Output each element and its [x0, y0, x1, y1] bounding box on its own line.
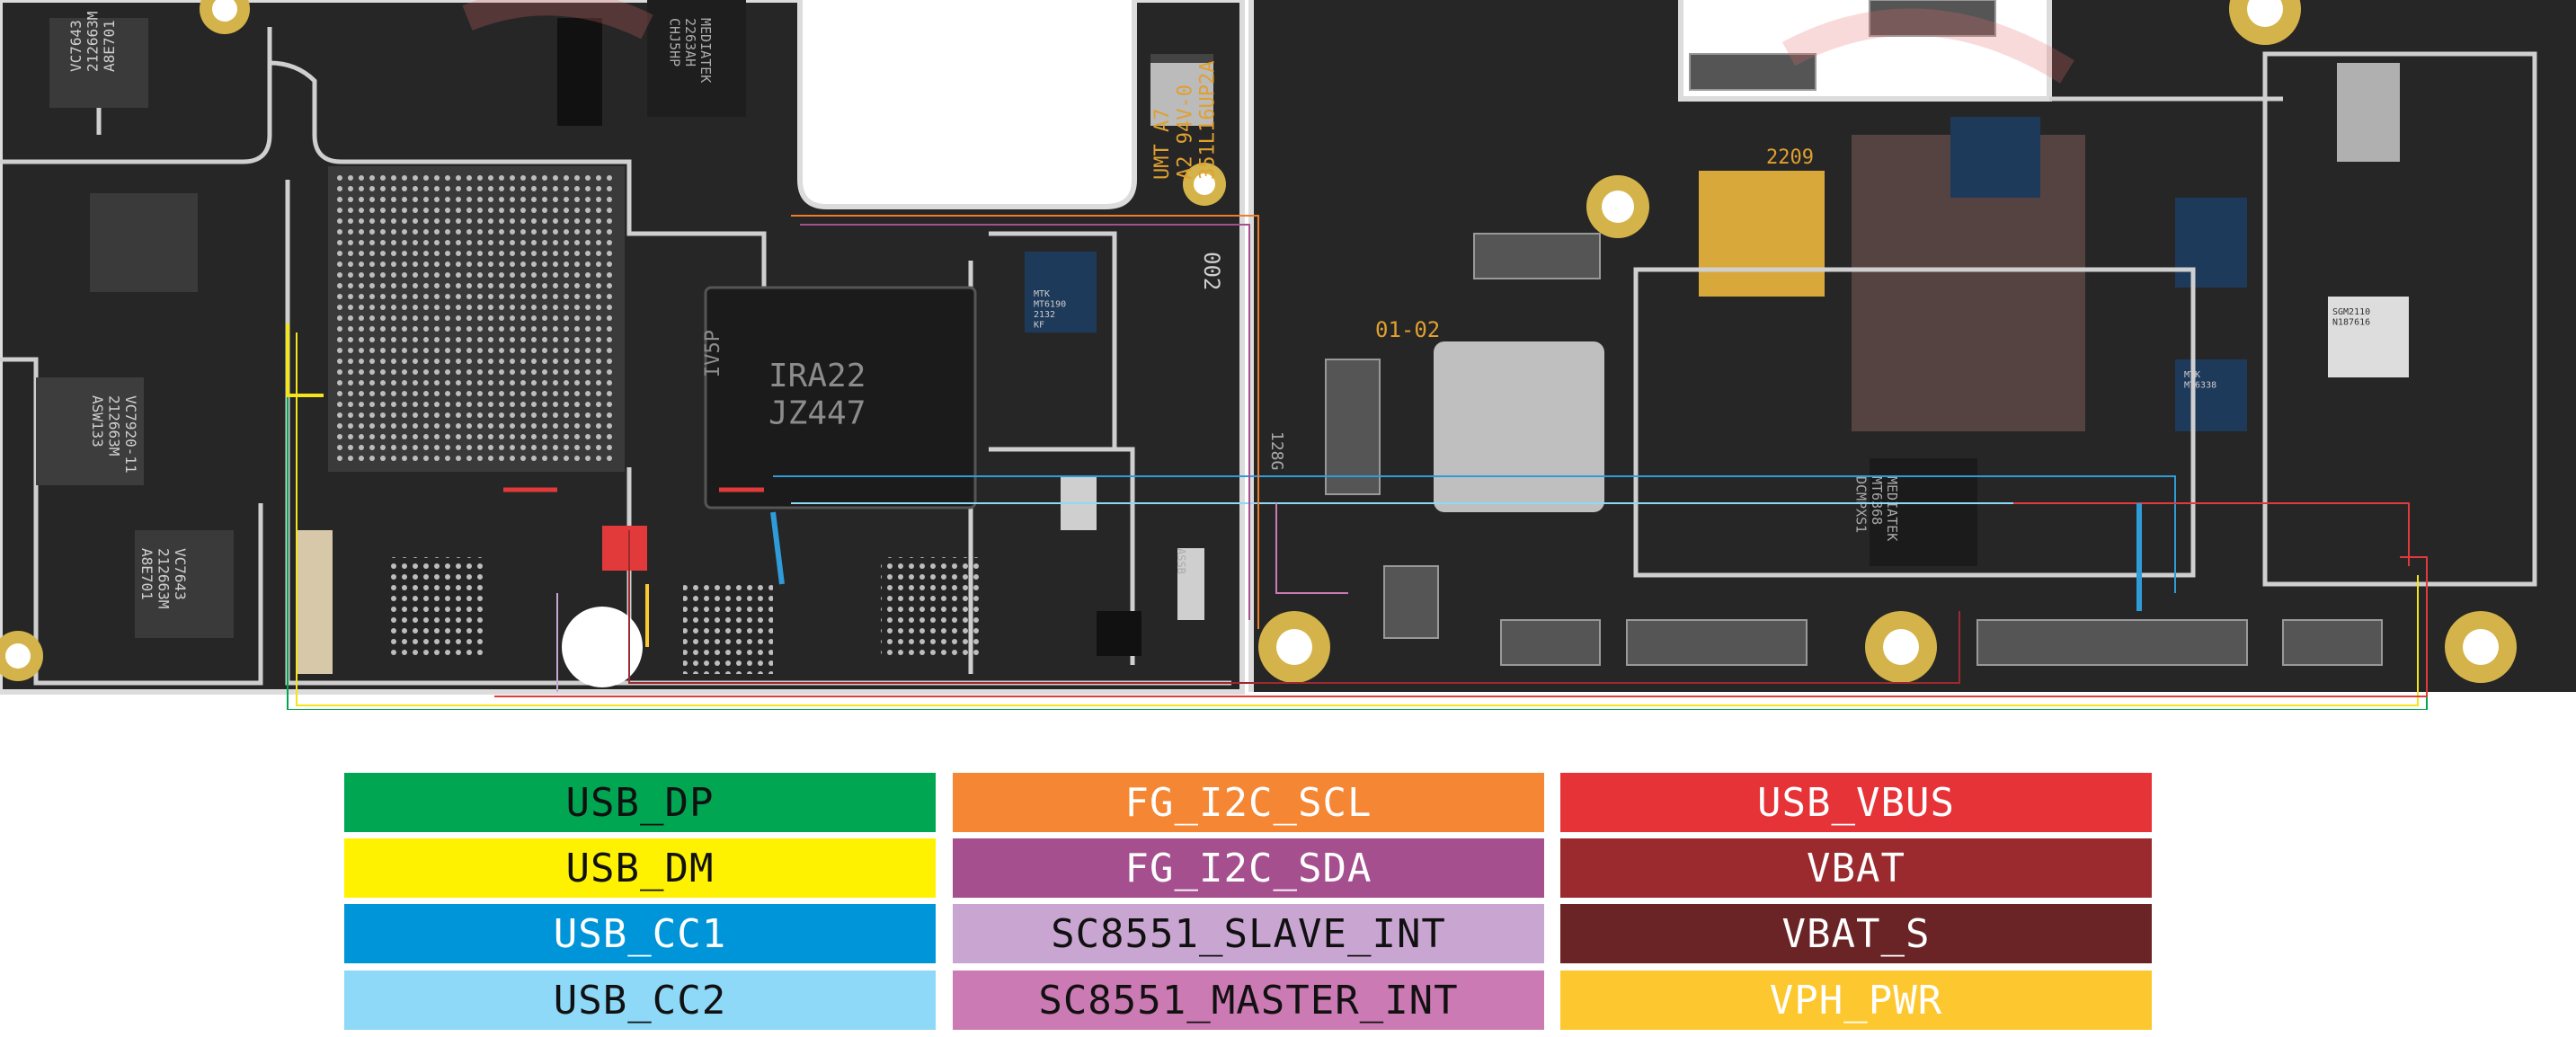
legend-vbat: VBAT	[1560, 838, 2152, 898]
silk-assb: ASSB	[1175, 548, 1187, 574]
silk-0102: 01-02	[1375, 317, 1440, 342]
svg-text:MEDIATEKMT6368DCMPXS1: MEDIATEKMT6368DCMPXS1	[1853, 476, 1901, 541]
svg-text:UMT A7A2 94V-0351L16UP2A: UMT A7A2 94V-0351L16UP2A	[1151, 61, 1220, 180]
svg-text:MEDIATEK2263AHCHJ5HP: MEDIATEK2263AHCHJ5HP	[667, 18, 715, 83]
legend-usb-cc1: USB_CC1	[344, 904, 936, 963]
chip-label-left-b: VC7920-11212663MASW133	[89, 395, 139, 474]
svg-text:002: 002	[1199, 252, 1224, 290]
silk-002: 002	[1199, 252, 1224, 290]
legend-usb-cc2: USB_CC2	[344, 971, 936, 1030]
legend-usb-dp: USB_DP	[344, 773, 936, 832]
legend-usb-dm: USB_DM	[344, 838, 936, 898]
legend-vph-pwr: VPH_PWR	[1560, 971, 2152, 1030]
silk-128g: 128G	[1267, 431, 1286, 470]
silk-2209: 2209	[1766, 146, 1814, 169]
signal-traces	[286, 215, 2428, 710]
soc-bga	[328, 166, 625, 472]
silk-iv5p: IV5P	[702, 330, 724, 377]
svg-text:VC7643212663MA8E701: VC7643212663MA8E701	[67, 12, 118, 72]
legend-vbat-s: VBAT_S	[1560, 904, 2152, 963]
legend-fg-i2c-scl: FG_I2C_SCL	[953, 773, 1544, 832]
legend-sc8551-master-int: SC8551_MASTER_INT	[953, 971, 1544, 1030]
svg-text:VC7643212663MA8E701: VC7643212663MA8E701	[138, 548, 189, 608]
svg-text:VC7920-11212663MASW133: VC7920-11212663MASW133	[89, 395, 139, 474]
pcb-board-image: VC7643212663MA8E701 VC7920-11212663MASW1…	[0, 0, 2576, 710]
legend-fg-i2c-sda: FG_I2C_SDA	[953, 838, 1544, 898]
chip-label-left-c: VC7643212663MA8E701	[138, 548, 189, 608]
legend-usb-vbus: USB_VBUS	[1560, 773, 2152, 832]
chip-label-left-a: VC7643212663MA8E701	[67, 12, 118, 72]
svg-text:IV5P: IV5P	[702, 330, 724, 377]
chip-label-mediatek-right: MEDIATEKMT6368DCMPXS1	[1853, 476, 1901, 541]
chip-label-mediatek-top: MEDIATEK2263AHCHJ5HP	[667, 18, 715, 83]
silk-board-id: UMT A7A2 94V-0351L16UP2A	[1151, 61, 1220, 180]
legend-sc8551-slave-int: SC8551_SLAVE_INT	[953, 904, 1544, 963]
